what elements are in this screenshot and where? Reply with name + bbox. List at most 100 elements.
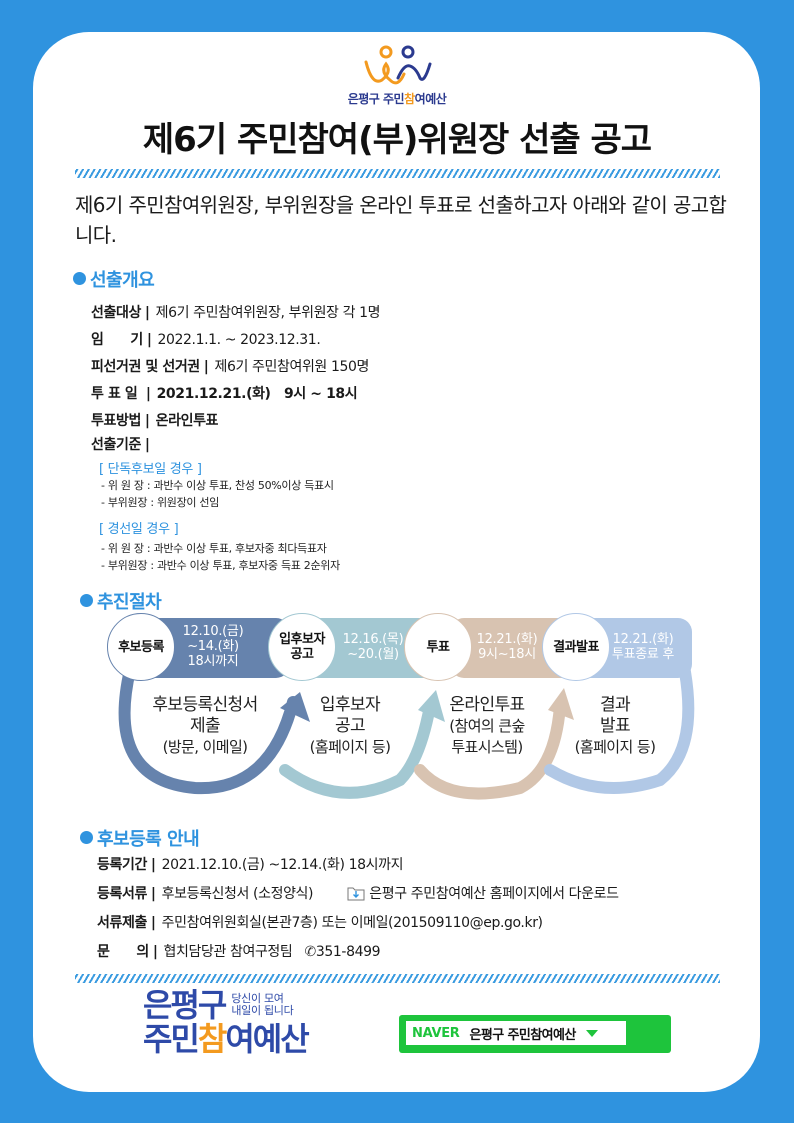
row-key: 문 의 — [97, 944, 149, 960]
desc-line: 후보등록신청서 — [152, 695, 258, 715]
intro-text: 제6기 주민참여위원장, 부위원장을 온라인 투표로 선출하고자 아래와 같이 … — [75, 193, 727, 247]
date-line: 12.21.(화) — [476, 632, 538, 647]
desc-line: 투표시스템) — [451, 738, 523, 756]
row-value: 주민참여위원회실(본관7층) 또는 이메일(201509110@ep.go.kr… — [161, 915, 543, 931]
step-date: 12.10.(금) ~14.(화) 18시까지 — [176, 624, 250, 669]
row-value: 제6기 주민참여위원장, 부위원장 각 1명 — [155, 305, 381, 321]
row-value: 2022.1.1. ~ 2023.12.31. — [157, 332, 321, 348]
row-key: 선출대상 — [91, 305, 141, 321]
circle-line: 공고 — [290, 647, 314, 662]
overview-row: 선출기준| — [91, 437, 150, 453]
desc-line: 공고 — [334, 716, 366, 736]
date-line: 12.21.(화) — [612, 632, 674, 647]
criteria-label-contest: [ 경선일 경우 ] — [99, 522, 179, 537]
step-date: 12.21.(화) 투표종료 후 — [606, 632, 680, 662]
section-heading-text: 후보등록 안내 — [97, 829, 200, 850]
section-heading-overview: 선출개요 — [73, 266, 155, 292]
criteria-label-single: [ 단독후보일 경우 ] — [99, 462, 202, 477]
desc-line: 입후보자 — [319, 695, 381, 715]
section-heading-text: 추진절차 — [97, 592, 162, 613]
row-key: 투 표 일 — [91, 386, 142, 402]
date-line: 12.16.(목) — [342, 632, 404, 647]
date-line: 12.10.(금) — [182, 624, 244, 639]
step-description: 후보등록신청서 제출 (방문, 이메일) — [140, 695, 270, 758]
row-key: 선출기준 — [91, 437, 141, 453]
naver-search-banner[interactable]: NAVER 은평구 주민참여예산 — [399, 1015, 671, 1053]
step-description: 결과 발표 (홈페이지 등) — [560, 695, 670, 758]
footer-logo: 은평구 당신이 모여 내일이 됩니다 주민참여예산 — [143, 986, 310, 1058]
logo-text-pre: 은평구 주민 — [347, 92, 405, 106]
criteria-item: - 부위원장 : 위원장이 선임 — [101, 496, 220, 509]
step-date: 12.16.(목) ~20.(월) — [336, 632, 410, 662]
date-line: 18시까지 — [187, 654, 239, 669]
criteria-item: - 위 원 장 : 과반수 이상 투표, 찬성 50%이상 득표시 — [101, 479, 334, 492]
logo-text-accent: 참 — [404, 92, 415, 106]
phone-icon: ✆ — [304, 944, 317, 960]
download-folder-icon[interactable] — [347, 885, 365, 901]
notice-card — [33, 32, 760, 1092]
page-title: 제6기 주민참여(부)위원장 선출 공고 — [142, 120, 652, 160]
row-key: 피선거권 및 선거권 — [91, 359, 200, 375]
phone-number: 351-8499 — [315, 944, 381, 960]
desc-line: 제출 — [189, 716, 221, 736]
overview-row: 투표방법|온라인투표 — [91, 413, 219, 429]
logo-text-post: 여예산 — [414, 92, 447, 106]
row-key: 임 기 — [91, 332, 143, 348]
naver-logo: NAVER — [412, 1025, 460, 1041]
registration-row: 서류제출|주민참여위원회실(본관7층) 또는 이메일(201509110@ep.… — [97, 915, 543, 931]
section-heading-registration: 후보등록 안내 — [80, 825, 200, 851]
logo-wordmark: 은평구 주민참여예산 — [330, 90, 464, 107]
desc-line: (방문, 이메일) — [162, 738, 248, 756]
bullet-dot-icon — [80, 594, 93, 607]
row-value: 제6기 주민참여위원 150명 — [214, 359, 370, 375]
step-circle-announcement: 입후보자 공고 — [268, 613, 336, 681]
registration-row: 등록서류|후보등록신청서 (소정양식) 은평구 주민참여예산 홈페이지에서 다운… — [97, 885, 619, 902]
row-value: 온라인투표 — [155, 413, 219, 429]
row-key: 투표방법 — [91, 413, 141, 429]
desc-line: (홈페이지 등) — [574, 738, 656, 756]
overview-row: 선출대상|제6기 주민참여위원장, 부위원장 각 1명 — [91, 305, 381, 321]
step-description: 온라인투표 (참여의 큰숲 투표시스템) — [432, 695, 542, 758]
overview-row: 피선거권 및 선거권|제6기 주민참여위원 150명 — [91, 359, 370, 375]
slogan-line: 당신이 모여 — [231, 992, 284, 1005]
row-key: 등록서류 — [97, 886, 147, 902]
row-key: 등록기간 — [97, 857, 147, 873]
date-line: ~20.(월) — [347, 647, 399, 662]
date-line: ~14.(화) — [187, 639, 239, 654]
section-heading-procedure: 추진절차 — [80, 588, 162, 614]
download-link[interactable]: 은평구 주민참여예산 홈페이지에서 다운로드 — [369, 886, 619, 902]
row-value: 협치담당관 참여구정팀 — [163, 944, 293, 960]
desc-line: 결과 — [599, 695, 631, 715]
section-heading-text: 선출개요 — [90, 270, 155, 291]
date-line: 투표종료 후 — [611, 647, 675, 662]
step-description: 입후보자 공고 (홈페이지 등) — [295, 695, 405, 758]
row-value: 후보등록신청서 (소정양식) — [161, 886, 314, 902]
hatch-divider — [75, 169, 720, 178]
slogan-line: 내일이 됩니다 — [231, 1004, 294, 1017]
footer-logo-pre: 주민 — [143, 1020, 200, 1058]
row-value: 2021.12.10.(금) ~12.14.(화) 18시까지 — [161, 857, 404, 873]
footer-logo-accent: 참 — [197, 1020, 227, 1058]
desc-line: (홈페이지 등) — [309, 738, 391, 756]
dropdown-caret-icon[interactable] — [585, 1029, 598, 1037]
footer-logo-line1: 은평구 — [143, 986, 227, 1024]
participatory-budget-logo-icon — [364, 45, 432, 85]
row-value: 2021.12.21.(화) 9시 ~ 18시 — [156, 386, 358, 402]
criteria-item: - 부위원장 : 과반수 이상 투표, 후보자중 득표 2순위자 — [101, 559, 340, 572]
row-key: 서류제출 — [97, 915, 147, 931]
date-line: 9시~18시 — [478, 647, 536, 662]
naver-search-input[interactable]: NAVER 은평구 주민참여예산 — [406, 1021, 626, 1045]
bullet-dot-icon — [73, 272, 86, 285]
circle-line: 입후보자 — [279, 632, 325, 647]
desc-line: (참여의 큰숲 — [449, 717, 525, 735]
criteria-item: - 위 원 장 : 과반수 이상 투표, 후보자중 최다득표자 — [101, 542, 327, 555]
step-circle-registration: 후보등록 — [107, 613, 175, 681]
overview-row: 투 표 일 |2021.12.21.(화) 9시 ~ 18시 — [91, 386, 358, 402]
bullet-dot-icon — [80, 831, 93, 844]
desc-line: 온라인투표 — [449, 695, 525, 715]
desc-line: 발표 — [599, 716, 631, 736]
overview-row: 임 기|2022.1.1. ~ 2023.12.31. — [91, 332, 321, 348]
search-query: 은평구 주민참여예산 — [469, 1027, 577, 1043]
step-circle-vote: 투표 — [404, 613, 472, 681]
registration-row: 등록기간|2021.12.10.(금) ~12.14.(화) 18시까지 — [97, 857, 404, 873]
